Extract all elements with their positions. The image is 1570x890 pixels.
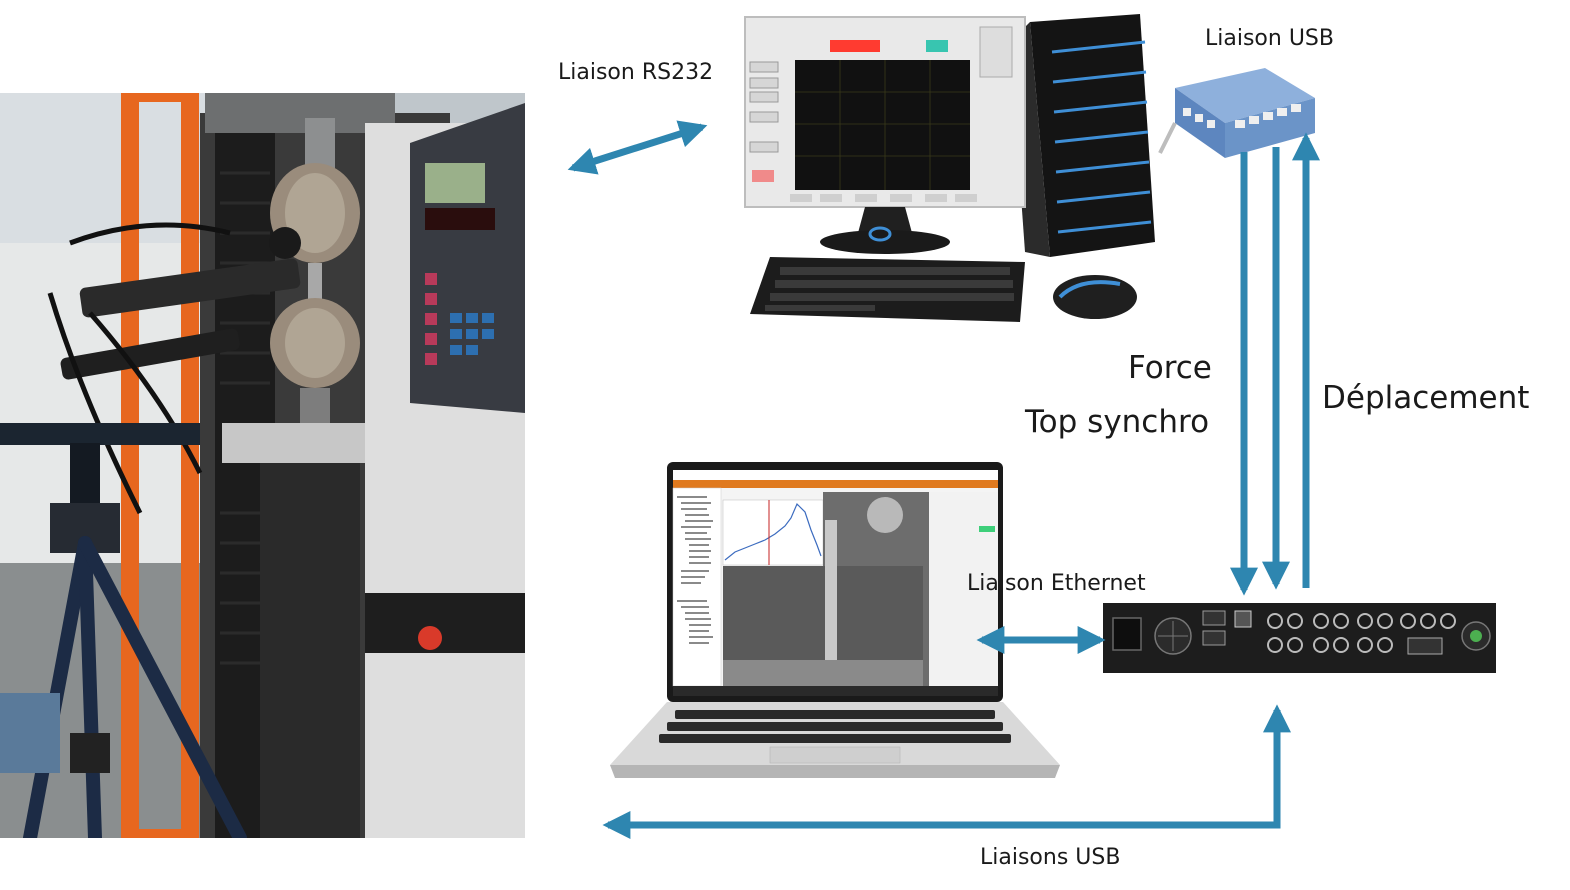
- label-usb-top: Liaison USB: [1205, 26, 1334, 51]
- desktop-computer-icon: [740, 12, 1170, 342]
- tensile-machine-photo: [0, 93, 525, 838]
- camera-controller-rack-icon: [1103, 603, 1496, 673]
- label-usb-bottom: Liaisons USB: [980, 845, 1121, 870]
- label-ethernet: Liaison Ethernet: [967, 571, 1146, 596]
- label-rs232: Liaison RS232: [558, 60, 714, 85]
- usb-daq-module-icon: [1155, 58, 1325, 173]
- tensile-machine-illustration: [0, 93, 525, 838]
- usb-bottom-arrow: [602, 704, 1291, 839]
- rs232-arrow: [567, 120, 708, 175]
- label-deplacement: Déplacement: [1322, 380, 1530, 416]
- label-force: Force: [1128, 350, 1212, 386]
- label-top-synchro: Top synchro: [1025, 404, 1210, 440]
